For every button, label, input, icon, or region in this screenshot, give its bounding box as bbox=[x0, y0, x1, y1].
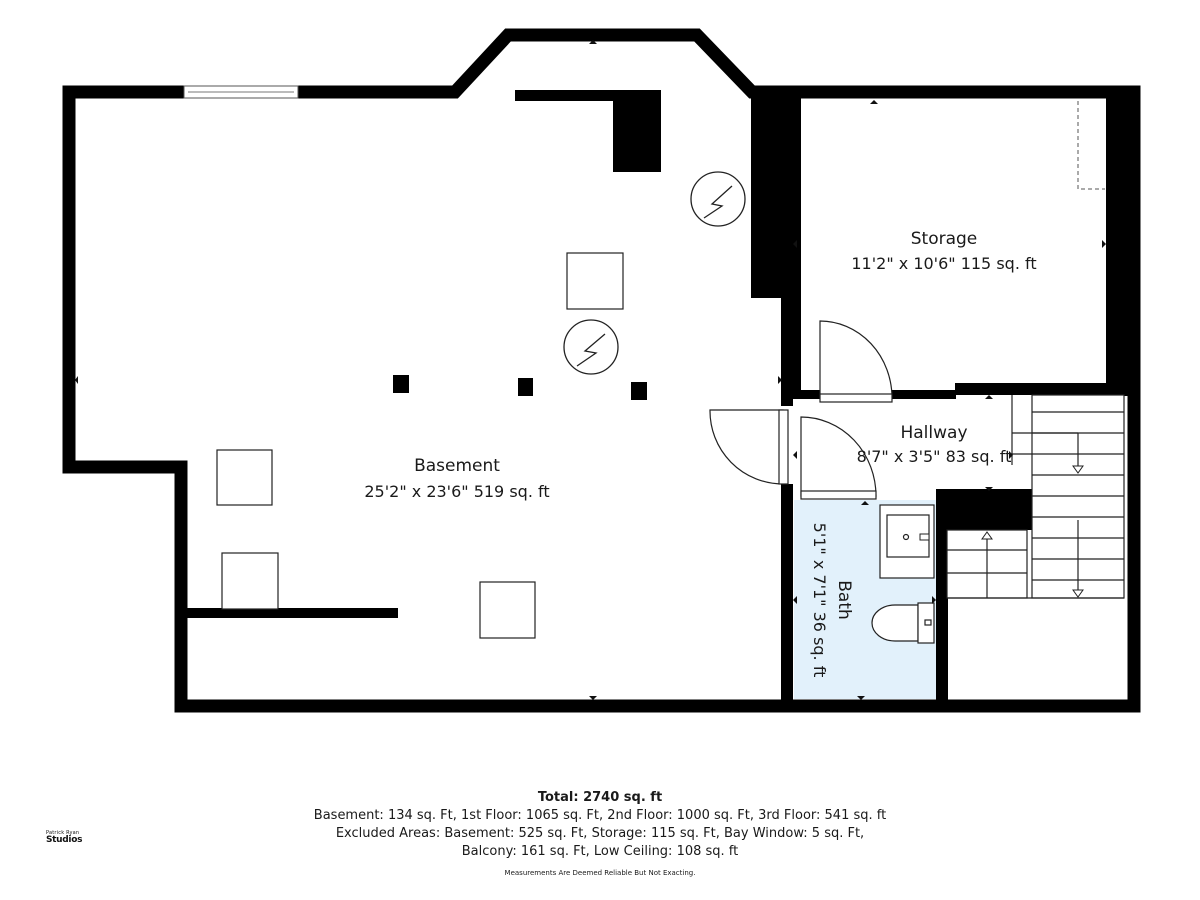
excluded-areas: Excluded Areas: Basement: 525 sq. Ft, St… bbox=[335, 826, 865, 841]
room-name-bath: Bath bbox=[834, 580, 854, 620]
interior-walls bbox=[186, 90, 1135, 702]
disclaimer: Measurements Are Deemed Reliable But Not… bbox=[504, 869, 696, 877]
logo-top-text: Patrick Ryan bbox=[46, 830, 80, 836]
excluded-areas-continued: Balcony: 161 sq. Ft, Low Ceiling: 108 sq… bbox=[461, 844, 739, 859]
stair-arrow-icon bbox=[981, 465, 1084, 598]
measurement-marker bbox=[75, 40, 1106, 700]
stairs bbox=[946, 394, 1125, 599]
door-swing bbox=[709, 320, 893, 500]
water-heater-icon bbox=[563, 171, 746, 375]
room-dims-storage: 11'2" x 10'6" 115 sq. ft bbox=[851, 254, 1036, 273]
column bbox=[393, 375, 647, 400]
total-area: Total: 2740 sq. ft bbox=[537, 790, 663, 805]
room-name-storage: Storage bbox=[911, 229, 978, 249]
toilet-icon bbox=[871, 602, 935, 644]
studio-logo: Patrick Ryan Studios bbox=[46, 831, 82, 845]
logo-bottom-text: Studios bbox=[46, 835, 83, 845]
equipment-box bbox=[216, 252, 624, 639]
room-dims-bath: 5'1" x 7'1" 36 sq. ft bbox=[810, 523, 829, 678]
area-summary: Total: 2740 sq. ft Basement: 134 sq. Ft,… bbox=[0, 789, 1200, 877]
room-dims-hallway: 8'7" x 3'5" 83 sq. ft bbox=[857, 447, 1012, 466]
room-dims-basement: 25'2" x 23'6" 519 sq. ft bbox=[364, 482, 549, 501]
closet-outline bbox=[1077, 101, 1105, 190]
area-breakdown: Basement: 134 sq. Ft, 1st Floor: 1065 sq… bbox=[313, 808, 887, 823]
sink-icon bbox=[879, 504, 935, 579]
room-name-hallway: Hallway bbox=[900, 423, 967, 443]
room-name-basement: Basement bbox=[414, 456, 500, 476]
